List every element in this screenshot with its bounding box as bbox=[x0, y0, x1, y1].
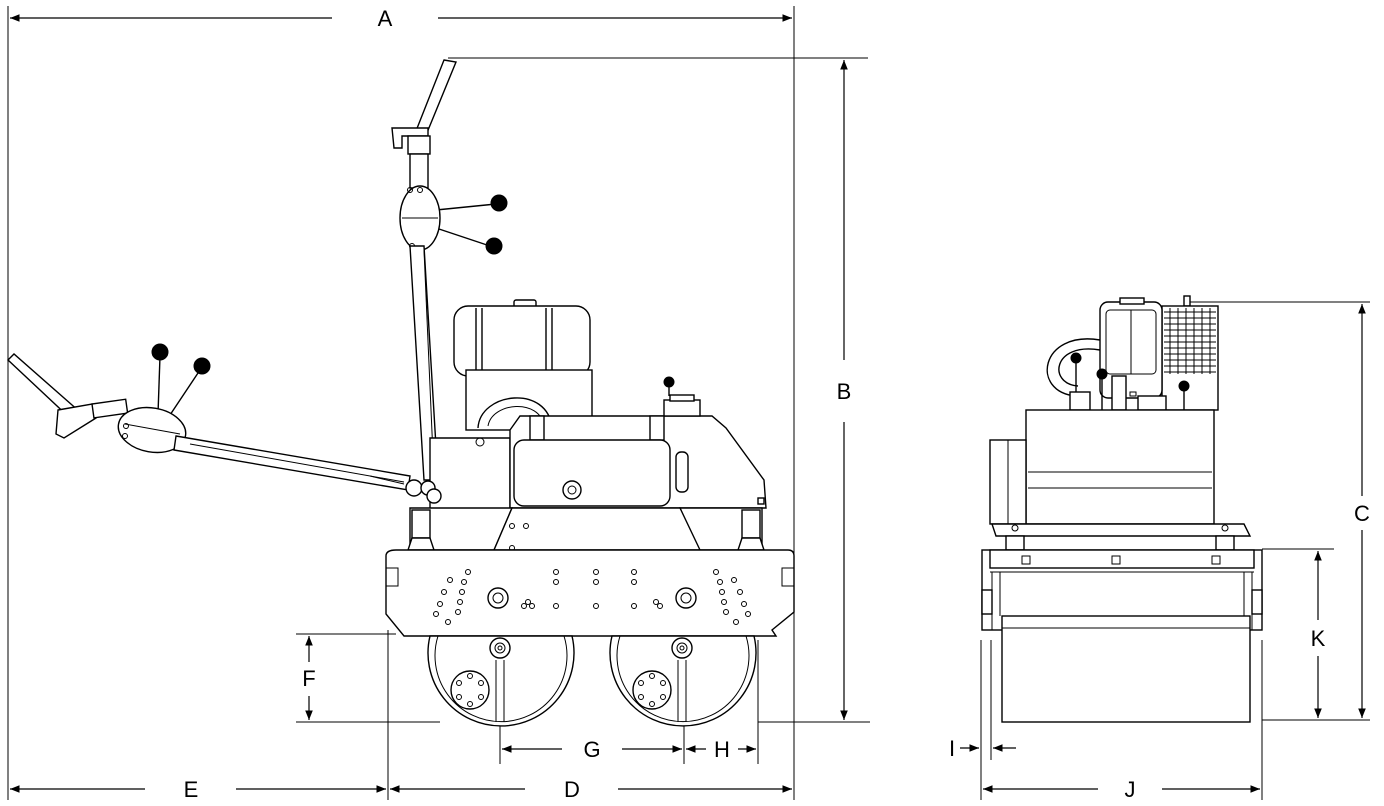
label-j: J bbox=[1125, 777, 1136, 802]
body bbox=[405, 376, 767, 551]
label-a: A bbox=[378, 6, 393, 31]
label-k: K bbox=[1311, 626, 1326, 651]
rear-drum bbox=[427, 635, 575, 727]
label-i: I bbox=[949, 736, 955, 761]
label-h: H bbox=[714, 737, 730, 762]
engine bbox=[453, 299, 593, 431]
front-view-roller bbox=[981, 295, 1263, 723]
label-d: D bbox=[564, 777, 580, 802]
chassis-frame bbox=[385, 549, 795, 637]
side-view-roller bbox=[6, 59, 795, 727]
label-e: E bbox=[184, 777, 199, 802]
dimension-lines bbox=[10, 14, 1366, 793]
dimension-labels: A B C D E F G H I J K bbox=[184, 6, 1370, 802]
extension-lines bbox=[7, 6, 1370, 800]
label-c: C bbox=[1354, 501, 1370, 526]
label-b: B bbox=[837, 379, 852, 404]
upright-handle bbox=[391, 59, 508, 481]
lowered-handle bbox=[6, 343, 411, 491]
label-g: G bbox=[583, 737, 600, 762]
front-drum bbox=[609, 635, 757, 727]
label-f: F bbox=[302, 666, 315, 691]
